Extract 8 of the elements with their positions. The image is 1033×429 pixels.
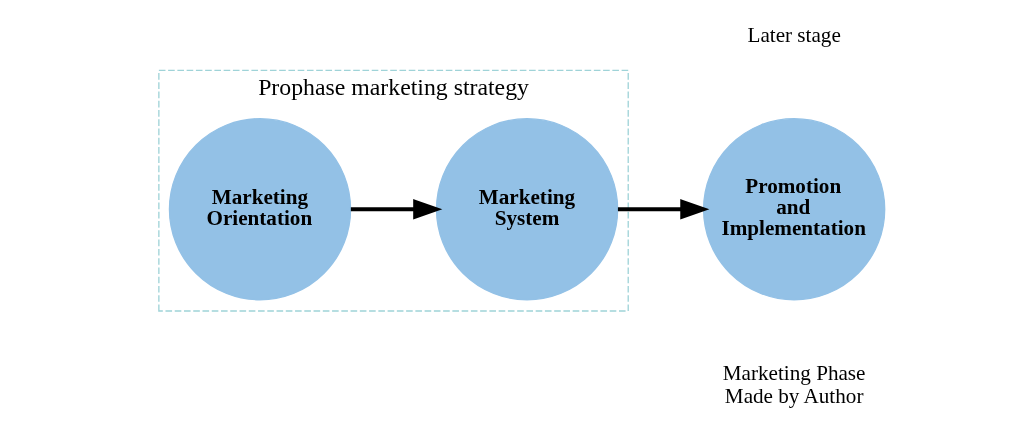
arrow bbox=[350, 199, 443, 220]
node-circle: Marketing Orientation bbox=[168, 118, 352, 301]
label: Made by Author bbox=[724, 384, 864, 409]
node-circle: Promotion and Implementation bbox=[702, 118, 886, 301]
arrow bbox=[617, 199, 710, 220]
node-label: Later stage bbox=[747, 23, 841, 48]
node-circle: Marketing System bbox=[435, 118, 619, 301]
label: Marketing Phase bbox=[722, 360, 866, 385]
